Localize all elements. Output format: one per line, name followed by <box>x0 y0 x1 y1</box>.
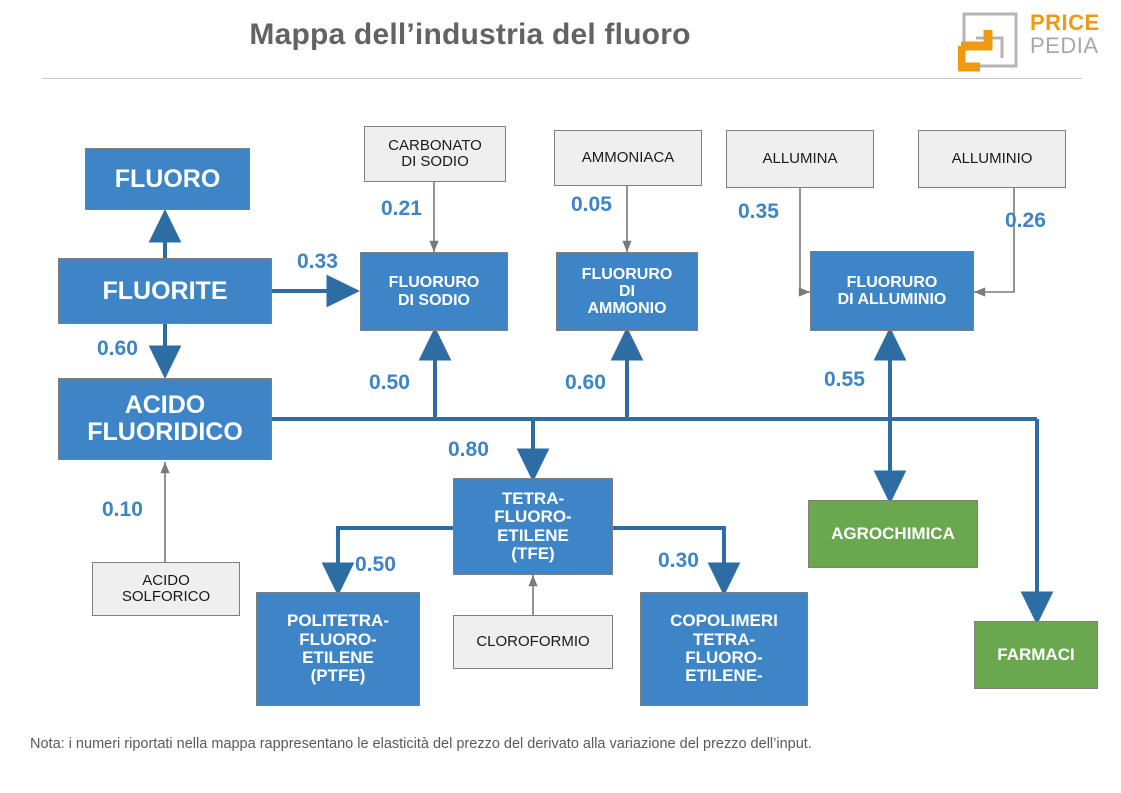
node-agrochimica-label: AGROCHIMICA <box>831 523 955 543</box>
node-ammoniaca-label: AMMONIACA <box>581 148 675 166</box>
node-ammoniaca[interactable]: AMMONIACA <box>554 130 702 186</box>
edge-label-acido-fluoruro-ammonio: 0.60 <box>565 371 606 394</box>
pricepedia-mark-icon <box>958 12 1018 72</box>
edge-label-tfe-copolimeri: 0.30 <box>658 549 699 572</box>
footer-note: Nota: i numeri riportati nella mappa rap… <box>30 736 812 752</box>
page-title: Mappa dell’industria del fluoro <box>249 18 691 51</box>
edge-label-tfe-ptfe: 0.50 <box>355 553 396 576</box>
edge-label-acido-tfe: 0.80 <box>448 438 489 461</box>
node-agrochimica[interactable]: AGROCHIMICA <box>808 500 978 568</box>
node-allumina-label: ALLUMINA <box>762 149 838 167</box>
logo-secondary-text: PEDIA <box>1030 33 1099 58</box>
logo-primary-text: PRICE <box>1030 10 1100 35</box>
edge-label-fluorite-fluoruro-sodio: 0.33 <box>297 250 338 273</box>
node-fluorite-label: FLUORITE <box>102 276 228 305</box>
pricepedia-logo: PRICE PEDIA <box>958 8 1114 78</box>
edge-tfe-copolimeri <box>613 526 741 596</box>
node-fluoro-label: FLUORO <box>114 164 221 193</box>
node-allumina[interactable]: ALLUMINA <box>726 130 874 188</box>
edge-label-allumina-fluoruro-alluminio: 0.35 <box>738 200 779 223</box>
edge-label-carbonato-fluoruro-sodio: 0.21 <box>381 197 422 220</box>
edge-label-acido-fluoruro-alluminio: 0.55 <box>824 368 865 391</box>
edge-label-solforico-acido: 0.10 <box>102 498 143 521</box>
node-farmaci[interactable]: FARMACI <box>974 621 1098 689</box>
node-cloroformio[interactable]: CLOROFORMIO <box>453 615 613 669</box>
node-tfe[interactable]: TETRA-FLUORO-ETILENE(TFE) <box>453 478 613 575</box>
node-ptfe-label: POLITETRA-FLUORO-ETILENE(PTFE) <box>287 611 389 686</box>
node-fluorite[interactable]: FLUORITE <box>58 258 272 324</box>
node-alluminio[interactable]: ALLUMINIO <box>918 130 1066 188</box>
node-cloroformio-label: CLOROFORMIO <box>476 632 590 650</box>
edge-allumina-fluoruro-alluminio <box>798 188 810 297</box>
edge-label-fluorite-acido: 0.60 <box>97 337 138 360</box>
header-divider <box>42 78 1082 79</box>
edge-label-acido-fluoruro-sodio: 0.50 <box>369 371 410 394</box>
node-farmaci-label: FARMACI <box>997 644 1075 664</box>
edge-tfe-ptfe <box>321 526 453 596</box>
node-alluminio-label: ALLUMINIO <box>951 149 1033 167</box>
edge-alluminio-fluoruro-alluminio <box>974 188 1015 297</box>
edge-label-ammoniaca-fluoruro-ammonio: 0.05 <box>571 193 612 216</box>
node-fluoro[interactable]: FLUORO <box>85 148 250 210</box>
node-tfe-label: TETRA-FLUORO-ETILENE(TFE) <box>494 488 572 563</box>
node-ptfe[interactable]: POLITETRA-FLUORO-ETILENE(PTFE) <box>256 592 420 706</box>
edge-label-alluminio-fluoruro-alluminio: 0.26 <box>1005 209 1046 232</box>
